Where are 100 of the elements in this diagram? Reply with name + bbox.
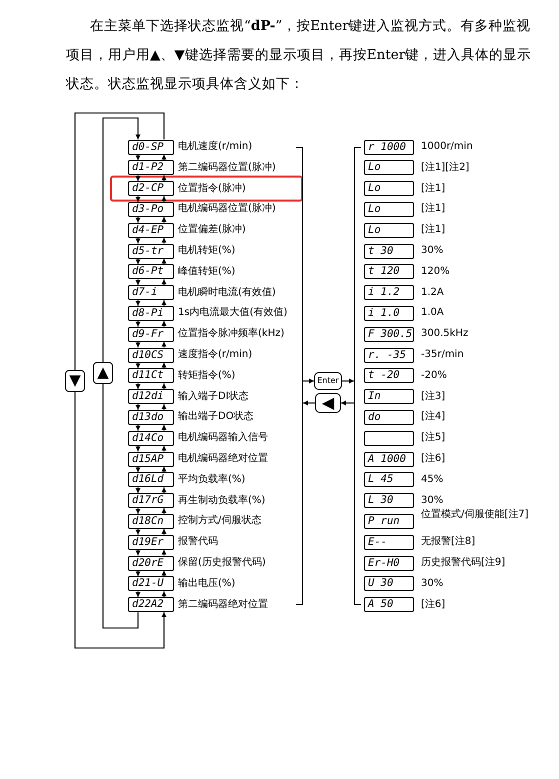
segment-display: do bbox=[364, 410, 414, 425]
value-text: [注6] bbox=[421, 453, 446, 465]
arrow bbox=[162, 487, 166, 494]
arrow bbox=[136, 508, 140, 514]
segment-display: d5-tr bbox=[128, 244, 174, 258]
arrow bbox=[162, 342, 166, 348]
segment-display: d12di bbox=[128, 389, 174, 404]
arrow bbox=[136, 154, 140, 160]
description-text: 第二编码器绝对位置 bbox=[178, 598, 268, 611]
description-text: 电机编码器位置(脉冲) bbox=[178, 203, 276, 216]
segment-display: r 1000 bbox=[364, 140, 414, 154]
arrow bbox=[162, 404, 166, 410]
description-text: 保留(历史报警代码) bbox=[178, 557, 266, 569]
value-text: [注1] bbox=[421, 203, 446, 216]
segment-display: i 1.2 bbox=[364, 285, 414, 300]
arrow bbox=[136, 175, 140, 182]
segment-display: d2-CP bbox=[128, 181, 174, 196]
arrow bbox=[162, 238, 166, 244]
arrow bbox=[162, 258, 166, 264]
arrow bbox=[136, 570, 140, 576]
segment-display: Lo bbox=[364, 181, 414, 196]
value-text: 30% bbox=[421, 578, 444, 590]
segment-display: d3-Po bbox=[128, 202, 174, 217]
arrow bbox=[136, 487, 140, 494]
edge-label: ▲ bbox=[93, 362, 113, 384]
arrow bbox=[136, 342, 140, 348]
description-text: 电机瞬时电流(有效值) bbox=[178, 286, 276, 299]
arrow bbox=[136, 528, 140, 535]
segment-display: d4-EP bbox=[128, 222, 174, 238]
description-text: 峰值转矩(%) bbox=[178, 266, 236, 278]
arrow bbox=[136, 362, 140, 368]
value-text: -35r/min bbox=[421, 349, 464, 361]
arrow bbox=[162, 466, 166, 472]
arrow bbox=[136, 424, 140, 431]
value-text: 1000r/min bbox=[421, 141, 473, 153]
description-text: 输出端子DO状态 bbox=[178, 411, 254, 424]
intro-paragraph: 在主菜单下选择状态监视“dP-”，按Enter键进入监视方式。有多种监视项目，用户用▲、▼键选择需要的显示项目，再按Enter键，进入具体的显示状态。状态监视显示项具体含义如下： bbox=[66, 17, 532, 94]
segment-display: Lo bbox=[364, 160, 414, 176]
description-text: 转矩指令(%) bbox=[178, 370, 236, 382]
key-button: Enter bbox=[314, 372, 342, 390]
description-text: 电机编码器输入信号 bbox=[178, 432, 268, 444]
arrow bbox=[162, 279, 166, 286]
segment-display: d11Ct bbox=[128, 368, 174, 384]
segment-display: d15AP bbox=[128, 452, 174, 466]
segment-display: d10CS bbox=[128, 348, 174, 362]
arrow bbox=[162, 550, 166, 556]
segment-display: Er-H0 bbox=[364, 556, 414, 570]
segment-display: L 45 bbox=[364, 472, 414, 488]
segment-display: d1-P2 bbox=[128, 160, 174, 176]
segment-display: Lo bbox=[364, 202, 414, 217]
value-text: [注1] bbox=[421, 182, 446, 195]
arrow bbox=[162, 383, 166, 390]
segment-display: In bbox=[364, 389, 414, 404]
segment-display: d16Ld bbox=[128, 472, 174, 488]
description-text: 速度指令(r/min) bbox=[178, 349, 252, 361]
arrow bbox=[162, 154, 166, 160]
value-text: 30% bbox=[421, 245, 444, 257]
value-text: 45% bbox=[421, 474, 444, 486]
value-text: 300.5kHz bbox=[421, 328, 468, 340]
arrow bbox=[136, 446, 140, 452]
segment-display: i 1.0 bbox=[364, 306, 414, 321]
description-text: 位置指令脉冲频率(kHz) bbox=[178, 328, 284, 340]
description-text: 控制方式/伺服状态 bbox=[178, 515, 262, 528]
segment-display: t -20 bbox=[364, 368, 414, 384]
segment-display: A 50 bbox=[364, 597, 414, 612]
arrow bbox=[162, 570, 166, 576]
segment-display: d7-i bbox=[128, 285, 174, 300]
arrow bbox=[136, 591, 140, 598]
value-text: [注6] bbox=[421, 598, 446, 611]
description-text: 再生制动负载率(%) bbox=[178, 494, 266, 507]
segment-display: Lo bbox=[364, 222, 414, 238]
value-text: 120% bbox=[421, 266, 450, 278]
segment-display: d0-SP bbox=[128, 140, 174, 154]
value-text: 历史报警代码[注9] bbox=[421, 557, 506, 569]
segment-display: d17rG bbox=[128, 493, 174, 508]
segment-display: d8-Pi bbox=[128, 306, 174, 321]
description-text: 平均负载率(%) bbox=[178, 474, 246, 486]
value-text: 位置模式/伺服使能[注7] bbox=[421, 508, 530, 521]
description-text: 输入端子DI状态 bbox=[178, 390, 249, 403]
arrow bbox=[162, 175, 166, 182]
bracket bbox=[354, 147, 361, 605]
arrow bbox=[162, 300, 166, 306]
arrow bbox=[136, 300, 140, 306]
value-text: [注1][注2] bbox=[421, 162, 470, 174]
segment-display: t 30 bbox=[364, 244, 414, 258]
arrow bbox=[162, 216, 166, 223]
edge-label: ▼ bbox=[65, 370, 85, 392]
description-text: 1s内电流最大值(有效值) bbox=[178, 307, 288, 320]
segment-display: d21-U bbox=[128, 576, 174, 592]
segment-display: F 300.5 bbox=[364, 326, 414, 342]
segment-display: U 30 bbox=[364, 576, 414, 592]
value-text: 30% bbox=[421, 494, 444, 507]
value-text: 无报警[注8] bbox=[421, 536, 476, 548]
segment-display: d13do bbox=[128, 410, 174, 425]
value-text: [注1] bbox=[421, 224, 446, 236]
segment-display: A 1000 bbox=[364, 452, 414, 466]
description-text: 位置偏差(脉冲) bbox=[178, 224, 246, 236]
arrow bbox=[162, 362, 166, 368]
value-text: 1.0A bbox=[421, 307, 444, 320]
description-text: 电机转矩(%) bbox=[178, 245, 236, 257]
